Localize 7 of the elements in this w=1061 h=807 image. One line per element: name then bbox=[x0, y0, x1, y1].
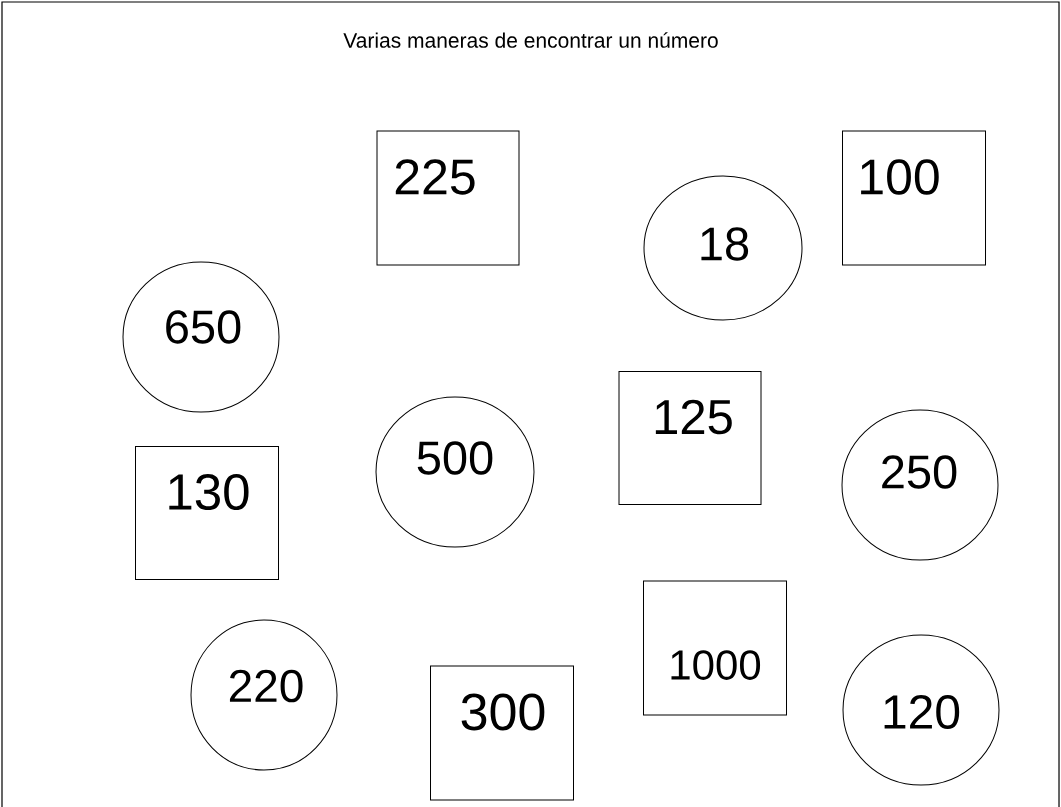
title: Varias maneras de encontrar un número bbox=[343, 32, 718, 48]
number-square: 125 bbox=[618, 371, 762, 505]
number-square: 100 bbox=[842, 130, 986, 266]
number-square: 130 bbox=[135, 446, 279, 580]
number-square: 1000 bbox=[643, 580, 787, 716]
number-square: 225 bbox=[376, 130, 520, 266]
number-square: 300 bbox=[430, 665, 574, 801]
